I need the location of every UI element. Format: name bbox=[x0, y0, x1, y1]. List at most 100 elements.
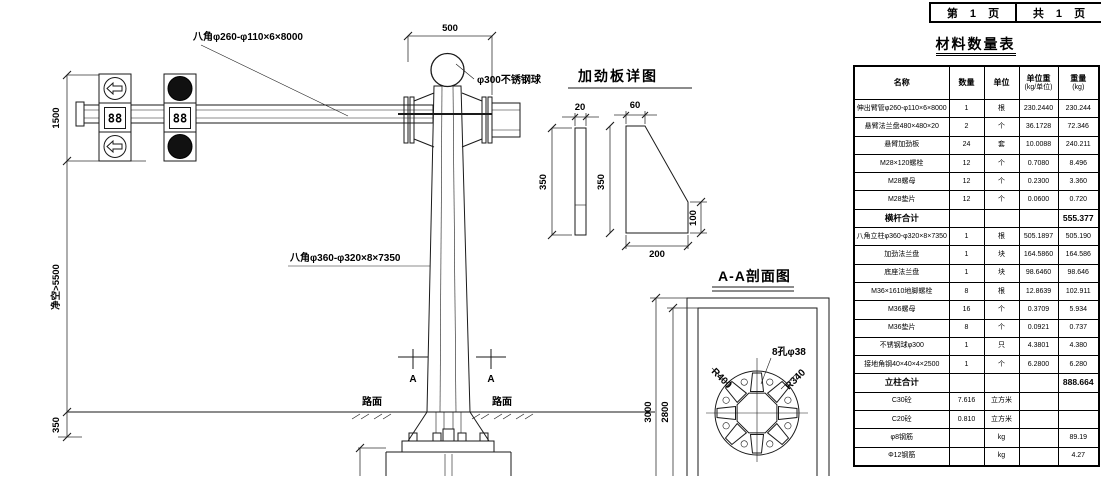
cell-unit: 套 bbox=[983, 135, 1020, 155]
cell-name: 接地角钢40×40×4×2500 bbox=[853, 355, 950, 375]
cell-unit: 个 bbox=[983, 190, 1020, 210]
cell-unit: 块 bbox=[983, 263, 1020, 283]
foundation bbox=[355, 411, 512, 476]
countdown-digits-left: 88 bbox=[108, 112, 122, 126]
cell-weight: 102.911 bbox=[1057, 281, 1100, 302]
cell-name: 不锈钢球φ300 bbox=[853, 336, 950, 357]
bolt-ring bbox=[716, 372, 798, 454]
cell-qty: 1 bbox=[948, 98, 985, 119]
cell-weight: 240.211 bbox=[1057, 135, 1100, 155]
signal-head-right: 88 bbox=[163, 73, 197, 162]
cell-qty: 12 bbox=[948, 153, 985, 174]
cell-weight: 4.27 bbox=[1057, 446, 1100, 467]
cell-unit_weight: 98.6460 bbox=[1018, 263, 1059, 283]
cell-unit_weight: 0.3709 bbox=[1018, 300, 1059, 320]
engineering-drawing: 1500 净空>5500 350 88 bbox=[50, 23, 830, 481]
cell-qty: 1 bbox=[948, 355, 985, 375]
cell-qty: 7.616 bbox=[948, 391, 985, 412]
section-marker-a-left: A bbox=[409, 374, 416, 385]
stiffener-detail-title: 加劲板详图 bbox=[577, 68, 658, 84]
cell-unit: 个 bbox=[983, 300, 1020, 320]
cell-unit: 个 bbox=[983, 318, 1020, 338]
cell-unit: kg bbox=[983, 428, 1020, 448]
countdown-digits-right: 88 bbox=[173, 112, 187, 126]
cell-qty bbox=[948, 208, 985, 229]
cell-qty: 16 bbox=[948, 300, 985, 320]
cell-unit_weight: 0.2300 bbox=[1018, 172, 1059, 192]
cell-qty bbox=[948, 446, 985, 467]
cell-weight: 164.586 bbox=[1057, 245, 1100, 265]
section-markers: A A bbox=[398, 349, 506, 385]
stiffener-rib bbox=[766, 422, 790, 446]
col-header-unit: 单位 bbox=[983, 65, 1020, 100]
left-dimensions: 1500 净空>5500 350 bbox=[50, 70, 146, 442]
cell-weight: 0.720 bbox=[1057, 190, 1100, 210]
cell-unit_weight bbox=[1018, 391, 1059, 412]
cell-qty: 8 bbox=[948, 318, 985, 338]
cell-unit_weight bbox=[1018, 208, 1059, 229]
cell-name: 八角立柱φ360-φ320×8×7350 bbox=[853, 227, 950, 247]
cell-name: C20砼 bbox=[853, 410, 950, 430]
bolt-hole bbox=[766, 440, 774, 448]
cell-name: M28垫片 bbox=[853, 190, 950, 210]
cell-weight: 8.496 bbox=[1057, 153, 1100, 174]
cell-weight: 888.664 bbox=[1057, 373, 1100, 393]
cell-weight: 72.346 bbox=[1057, 117, 1100, 137]
cell-qty: 8 bbox=[948, 281, 985, 302]
dim-clearance: 净空>5500 bbox=[50, 264, 62, 310]
col-header-weight: 重量 (kg) bbox=[1057, 65, 1100, 100]
cell-weight: 3.360 bbox=[1057, 172, 1100, 192]
materials-table-title: 材料数量表 bbox=[853, 34, 1098, 56]
bolt-hole bbox=[722, 396, 730, 404]
cell-name: M28×120螺栓 bbox=[853, 153, 950, 174]
section-aa: A-A剖面图 8孔φ38 R400 R340 3000 2800 bbox=[643, 268, 830, 481]
stainless-ball bbox=[430, 52, 465, 88]
callout-labels: 八角φ260-φ110×6×8000 φ300不锈钢球 八角φ360-φ320×… bbox=[192, 30, 542, 267]
cell-unit_weight: 164.5860 bbox=[1018, 245, 1059, 265]
cell-unit: 立方米 bbox=[983, 391, 1020, 412]
stiffener-rib bbox=[778, 405, 798, 421]
page-number: 第 1 页 bbox=[946, 7, 1000, 20]
cell-weight bbox=[1057, 410, 1100, 430]
elevation-view: 1500 净空>5500 350 88 bbox=[50, 23, 655, 476]
cell-name: 立柱合计 bbox=[853, 373, 950, 393]
left-arrow-icon bbox=[106, 81, 123, 96]
cell-name: 横杆合计 bbox=[853, 208, 950, 229]
stiffener-rib bbox=[724, 422, 748, 446]
cell-weight: 4.380 bbox=[1057, 336, 1100, 357]
cell-unit_weight bbox=[1018, 410, 1059, 430]
dim-350: 350 bbox=[51, 417, 62, 433]
cell-unit: 根 bbox=[983, 227, 1020, 247]
cell-qty bbox=[948, 373, 985, 393]
cell-name: M28螺母 bbox=[853, 172, 950, 192]
dim-1500: 1500 bbox=[51, 107, 62, 128]
col-header-name: 名称 bbox=[853, 65, 950, 100]
cell-qty: 12 bbox=[948, 172, 985, 192]
cell-weight: 555.377 bbox=[1057, 208, 1100, 229]
cell-unit: 立方米 bbox=[983, 410, 1020, 430]
cell-unit: kg bbox=[983, 446, 1020, 467]
cell-unit_weight: 6.2800 bbox=[1018, 355, 1059, 375]
dim-plate-top: 60 bbox=[630, 100, 641, 111]
stiffener-rib bbox=[749, 434, 765, 454]
pole-spec-label: 八角φ360-φ320×8×7350 bbox=[289, 251, 401, 264]
cell-name: 悬臂法兰盘480×480×20 bbox=[853, 117, 950, 137]
col-header-unit-weight: 单位重 (kg/单位) bbox=[1018, 65, 1059, 100]
cell-qty: 0.810 bbox=[948, 410, 985, 430]
cell-qty: 1 bbox=[948, 263, 985, 283]
cell-name: 悬臂加劲板 bbox=[853, 135, 950, 155]
arm-pole-joint bbox=[398, 92, 521, 148]
cell-name: Φ12钢筋 bbox=[853, 446, 950, 467]
bolt-hole bbox=[766, 378, 774, 386]
cell-weight: 5.934 bbox=[1057, 300, 1100, 320]
cell-weight: 98.646 bbox=[1057, 263, 1100, 283]
cell-unit: 个 bbox=[983, 355, 1020, 375]
radius-outer-label: R400 bbox=[709, 366, 734, 391]
cell-weight: 230.244 bbox=[1057, 98, 1100, 119]
dim-plate-bottom: 200 bbox=[649, 249, 665, 260]
